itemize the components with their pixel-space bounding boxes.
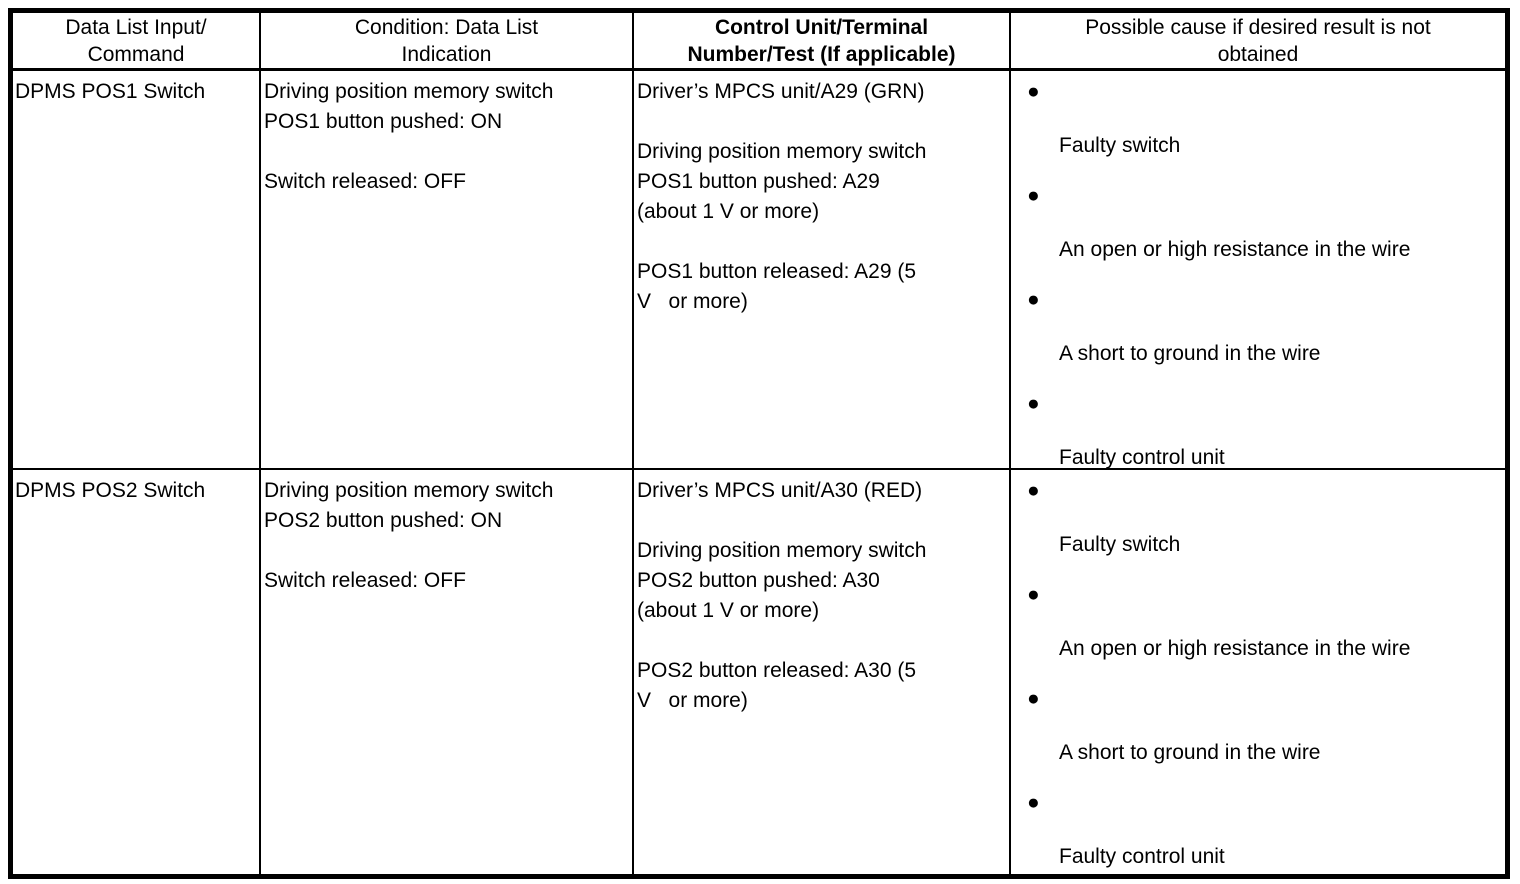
cell-condition-pos1: Driving position memory switch POS1 butt… — [261, 71, 634, 470]
cause-item: ● A short to ground in the wire — [1011, 684, 1505, 768]
header-cell-data-list-input: Data List Input/ Command — [13, 13, 261, 71]
data-list-table: Data List Input/ Command Condition: Data… — [8, 8, 1510, 879]
cause-item: ● An open or high resistance in the wire — [1011, 181, 1505, 265]
header-cell-condition: Condition: Data List Indication — [261, 13, 634, 71]
cause-item: ● Faulty switch — [1011, 77, 1505, 161]
bullet-icon: ● — [1027, 479, 1040, 502]
cause-item: ● Faulty control unit — [1011, 389, 1505, 469]
bullet-icon: ● — [1027, 687, 1040, 710]
cell-control-unit-pos2: Driver’s MPCS unit/A30 (RED) Driving pos… — [634, 470, 1011, 874]
bullet-icon: ● — [1027, 184, 1040, 207]
cell-command-pos1: DPMS POS1 Switch — [13, 71, 261, 470]
cause-item: ● Faulty switch — [1011, 476, 1505, 560]
cell-causes-pos1: ● Faulty switch ● An open or high resist… — [1011, 71, 1505, 470]
bullet-icon: ● — [1027, 583, 1040, 606]
cause-item: ● Faulty control unit — [1011, 788, 1505, 872]
cause-text: A short to ground in the wire — [1059, 741, 1321, 764]
cell-control-unit-pos1: Driver’s MPCS unit/A29 (GRN) Driving pos… — [634, 71, 1011, 470]
cause-item: ● An open or high resistance in the wire — [1011, 580, 1505, 664]
cause-text: Faulty switch — [1059, 533, 1181, 556]
cause-item: ● A short to ground in the wire — [1011, 285, 1505, 369]
cell-causes-pos2: ● Faulty switch ● An open or high resist… — [1011, 470, 1505, 874]
cause-text: Faulty control unit — [1059, 446, 1225, 469]
cell-command-pos2: DPMS POS2 Switch — [13, 470, 261, 874]
bullet-icon: ● — [1027, 392, 1040, 415]
bullet-icon: ● — [1027, 288, 1040, 311]
cell-condition-pos2: Driving position memory switch POS2 butt… — [261, 470, 634, 874]
header-cell-possible-cause: Possible cause if desired result is not … — [1011, 13, 1505, 71]
cause-text: An open or high resistance in the wire — [1059, 238, 1411, 261]
cause-text: Faulty switch — [1059, 134, 1181, 157]
bullet-icon: ● — [1027, 80, 1040, 103]
header-cell-control-unit: Control Unit/Terminal Number/Test (If ap… — [634, 13, 1011, 71]
bullet-icon: ● — [1027, 791, 1040, 814]
cause-text: An open or high resistance in the wire — [1059, 637, 1411, 660]
cause-text: Faulty control unit — [1059, 845, 1225, 868]
cause-text: A short to ground in the wire — [1059, 342, 1321, 365]
